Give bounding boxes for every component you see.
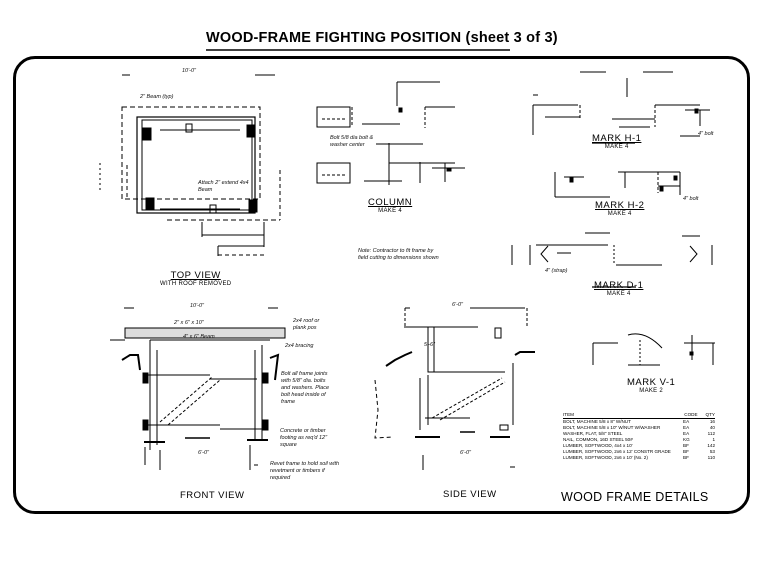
dim-side-width: 6'-0" [452,302,463,308]
front-view-label: FRONT VIEW [180,490,244,501]
legend-row: LUMBER, SOFTWOOD, 4x4 x 10' BF 142 [563,443,715,449]
legend-row: NAIL, COMMON, 16D STEEL 50# KG 1 [563,437,715,443]
note-mark-h1-bolt: 4" bolt [698,131,714,137]
top-view-drawing [99,74,281,256]
legend-qty: 142 [707,443,715,448]
note-front-concrete: Concrete or timber footing as req'd 12" … [280,428,328,448]
note-front-bolt: Bolt all frame joints with 5/8" dia. bol… [281,371,329,405]
dim-front-width: 10'-0" [190,303,205,309]
mark-d1-title: MARK D-1 [594,280,644,291]
mark-h2-label: MARK H-2 MAKE 4 [595,200,644,217]
mark-h1-drawing [532,71,710,198]
column-drawing [316,81,465,185]
dim-brace: 5'-6" [424,342,435,348]
mark-v1-label: MARK V-1 MAKE 2 [627,377,675,394]
top-view-subtitle: WITH ROOF REMOVED [160,281,232,287]
note-top-view-beam: 2" Beam (typ) [140,94,174,100]
column-title: COLUMN [368,197,413,208]
legend-code: BF [683,455,689,460]
note-column: Note: Contractor to fit frame by field c… [358,248,439,261]
note-front-brace: 2x4 bracing [285,343,314,349]
mark-h1-label: MARK H-1 MAKE 4 [592,133,641,150]
side-view-drawing [374,307,535,470]
mark-d1-label: MARK D-1 MAKE 4 [594,280,643,297]
note-column-bolt: Bolt 5/8 dia bolt & washer center [330,135,374,148]
mark-d1-drawing [511,232,713,288]
front-view-title: FRONT VIEW [180,490,245,501]
legend-item: LUMBER, SOFTWOOD, 4x4 x 10' [563,443,633,448]
note-front-beam: 4" x 6" Beam [183,334,215,340]
note-mark-h2-bolt: 4" bolt [683,196,699,202]
legend-code: EA [683,419,690,424]
note-front-roof: 2x4 roof or plank pos [293,318,320,331]
legend-header-qty: QTY [705,412,715,417]
legend-code: BF [683,443,689,448]
legend-code: KG [683,437,690,442]
note-front-top: 2" x 6" x 10" [174,320,204,326]
note-front-revet: Revet frame to hold soil with revetment … [270,461,340,481]
front-view-drawing [110,307,286,470]
mark-v1-subtitle: MAKE 2 [639,388,664,394]
mark-h2-title: MARK H-2 [595,200,645,211]
wood-frame-details-title: WOOD FRAME DETAILS [561,490,709,504]
legend-row: LUMBER, SOFTWOOD, 2x6 x 10' (No. 2) BF 110 [563,455,715,461]
legend-item: WASHER, FLAT, 5/8" STEEL [563,431,623,436]
mark-h2-subtitle: MAKE 4 [607,211,632,217]
legend-code: EA [683,431,690,436]
sheet-title: WOOD-FRAME FIGHTING POSITION (sheet 3 of… [206,30,558,46]
legend-qty: 53 [709,449,715,454]
legend-qty: 1 [712,437,715,442]
legend-qty: 112 [707,431,715,436]
legend-item: LUMBER, SOFTWOOD, 2x6 x 10' (No. 2) [563,455,648,460]
legend-item: NAIL, COMMON, 16D STEEL 50# [563,437,633,442]
dim-top-width: 10'-0" [182,68,197,74]
legend-qty: 110 [707,455,715,460]
legend-item: BOLT, MACHINE 5/8 x 10" W/NUT W/WASHER [563,425,661,430]
column-subtitle: MAKE 4 [378,208,402,214]
drawing-border [13,56,750,514]
legend-row: BOLT, MACHINE 5/8 x 10" W/NUT W/WASHER EA… [563,425,715,431]
legend-header: ITEM CODE QTY [563,412,715,419]
top-view-label: TOP VIEW WITH ROOF REMOVED [160,270,231,287]
side-view-title: SIDE VIEW [443,489,497,500]
legend-row: BOLT, MACHINE 5/8 x 8" W/NUT EA 16 [563,419,715,425]
legend-header-item: ITEM [563,412,574,417]
dim-side-inner: 6'-0" [460,450,471,456]
mark-v1-drawing [592,333,715,366]
top-view-title: TOP VIEW [170,270,221,281]
mark-h1-title: MARK H-1 [592,133,642,144]
materials-legend: ITEM CODE QTY BOLT, MACHINE 5/8 x 8" W/N… [563,412,715,461]
note-mark-d1-strap: 4" (strap) [545,268,568,274]
legend-row: WASHER, FLAT, 5/8" STEEL EA 112 [563,431,715,437]
legend-qty: 40 [709,425,715,430]
mark-v1-title: MARK V-1 [627,377,676,388]
column-label: COLUMN MAKE 4 [368,197,412,214]
legend-code: BF [683,449,689,454]
dim-front-inner: 6'-0" [198,450,209,456]
legend-header-code: CODE [684,412,698,417]
legend-code: EA [683,425,690,430]
legend-qty: 16 [709,419,715,424]
note-top-view-attach: Attach 2" extend 4x4 Beam [198,180,249,193]
mark-h1-subtitle: MAKE 4 [604,144,629,150]
legend-row: LUMBER, SOFTWOOD, 2x6 x 12' CONSTR GRADE… [563,449,715,455]
legend-item: BOLT, MACHINE 5/8 x 8" W/NUT [563,419,631,424]
legend-item: LUMBER, SOFTWOOD, 2x6 x 12' CONSTR GRADE [563,449,671,454]
mark-d1-subtitle: MAKE 4 [606,291,631,297]
side-view-label: SIDE VIEW [443,489,497,500]
